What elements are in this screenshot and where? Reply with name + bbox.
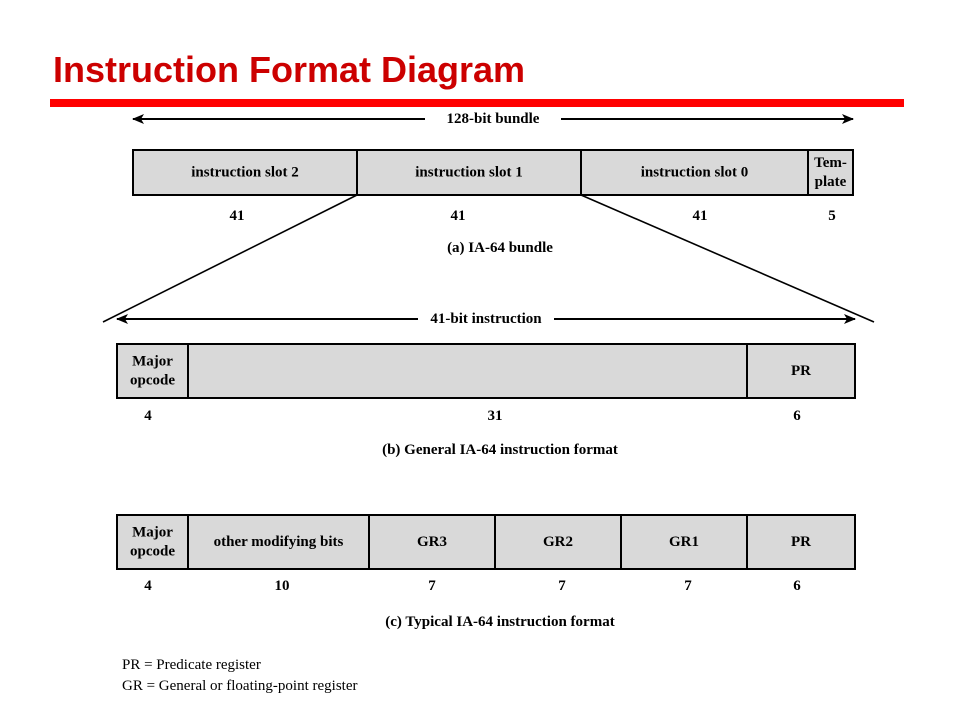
- general-bits-2: 6: [793, 408, 801, 424]
- bundle-bits-1: 41: [451, 208, 466, 224]
- general-field-blank: [187, 343, 748, 399]
- typical-caption: (c) Typical IA-64 instruction format: [385, 614, 614, 630]
- bundle-field-label-tem-plate: Tem-plate: [814, 155, 847, 190]
- legend: PR = Predicate register GR = General or …: [122, 655, 357, 697]
- expansion-line-right: [580, 194, 875, 323]
- typical-bits-1: 10: [275, 578, 290, 594]
- bundle-caption: (a) IA-64 bundle: [447, 240, 553, 256]
- bundle-field-label-instruction-slot-2: instruction slot 2: [191, 165, 299, 181]
- slide-title: Instruction Format Diagram: [53, 49, 526, 90]
- general-bits-1: 31: [488, 408, 503, 424]
- bundle-span-label: 128-bit bundle: [447, 111, 540, 127]
- typical-field-gr2: [494, 514, 622, 570]
- general-field-pr: [746, 343, 856, 399]
- bundle-bits-2: 41: [693, 208, 708, 224]
- typical-field-label-gr3: GR3: [417, 534, 447, 550]
- typical-bits-2: 7: [428, 578, 436, 594]
- typical-field-other-modifying-bits: [187, 514, 370, 570]
- typical-field-major-opcode: [116, 514, 189, 570]
- general-field-major-opcode: [116, 343, 189, 399]
- bundle-field-tem-plate: [807, 149, 854, 196]
- typical-field-label-pr: PR: [791, 534, 811, 550]
- typical-bits-0: 4: [144, 578, 152, 594]
- bundle-field-label-instruction-slot-1: instruction slot 1: [415, 165, 523, 181]
- typical-field-label-gr2: GR2: [543, 534, 573, 550]
- typical-bits-5: 6: [793, 578, 801, 594]
- expansion-line-left: [102, 194, 358, 323]
- general-field-label-pr: PR: [791, 363, 811, 379]
- bundle-field-label-instruction-slot-0: instruction slot 0: [641, 165, 749, 181]
- legend-gr: GR = General or floating-point register: [122, 678, 358, 694]
- legend-pr: PR = Predicate register: [122, 657, 261, 673]
- general-caption: (b) General IA-64 instruction format: [382, 442, 618, 458]
- typical-bits-3: 7: [558, 578, 566, 594]
- typical-bits-4: 7: [684, 578, 692, 594]
- bundle-bits-0: 41: [230, 208, 245, 224]
- typical-field-label-other-modifying-bits: other modifying bits: [214, 534, 344, 550]
- typical-field-pr: [746, 514, 856, 570]
- general-span-label: 41-bit instruction: [430, 311, 542, 327]
- bundle-field-instruction-slot-1: [356, 149, 582, 196]
- typical-field-label-gr1: GR1: [669, 534, 699, 550]
- title-underline: [50, 99, 904, 107]
- general-bits-0: 4: [144, 408, 152, 424]
- bundle-bits-3: 5: [828, 208, 836, 224]
